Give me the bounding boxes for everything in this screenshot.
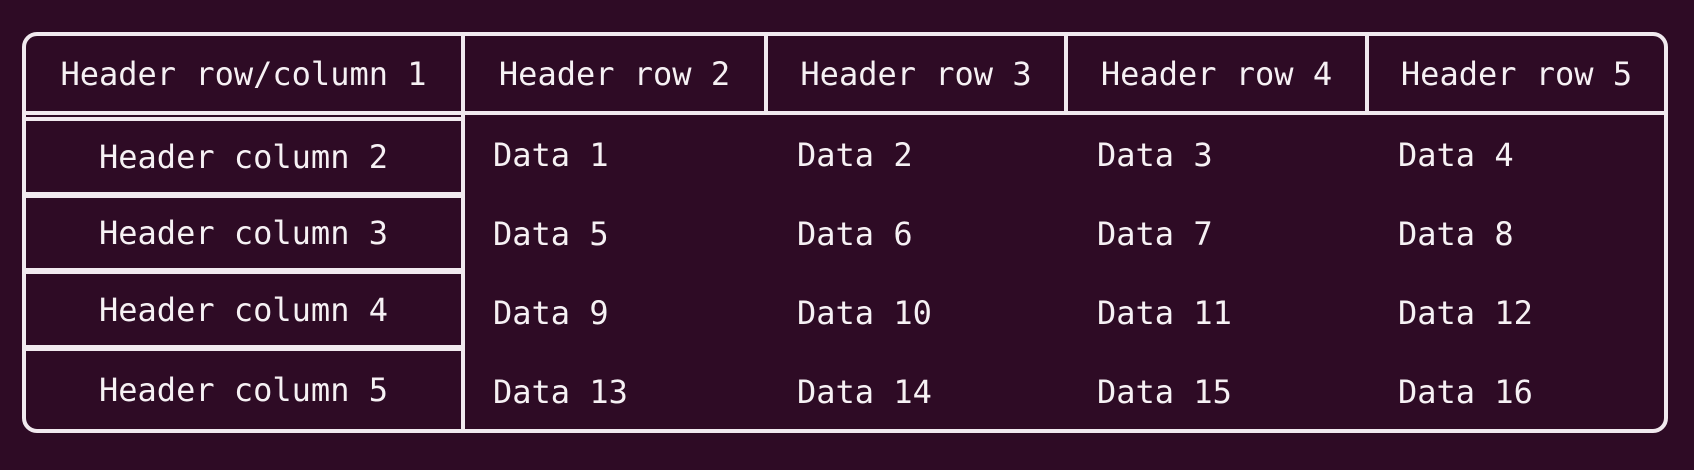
column-header-cell: Header column 3: [99, 214, 388, 252]
table-outer-border: [22, 32, 1668, 433]
data-cell: Data 3: [1097, 136, 1213, 174]
data-cell: Data 11: [1097, 294, 1232, 332]
header-row-divider-line: [1365, 32, 1369, 115]
header-row-divider-line: [1064, 32, 1068, 115]
column-header-cell: Header column 5: [99, 371, 388, 409]
data-cell: Data 4: [1398, 136, 1514, 174]
data-cell: Data 9: [493, 294, 609, 332]
column-header-divider-line: [22, 345, 465, 351]
header-column-divider-line: [461, 32, 465, 433]
data-cell: Data 10: [797, 294, 932, 332]
header-row-bottom-border: [22, 111, 1668, 115]
header-row-divider-line: [764, 32, 768, 115]
data-cell: Data 15: [1097, 372, 1232, 411]
data-cell: Data 1: [493, 136, 609, 174]
column-header-cell: Header column 4: [99, 290, 388, 329]
data-cell: Data 8: [1398, 215, 1514, 253]
column-header-divider-line: [22, 192, 465, 198]
data-cell: Data 12: [1398, 294, 1533, 332]
data-cell: Data 16: [1398, 372, 1533, 411]
data-cell: Data 6: [797, 215, 913, 253]
data-cell: Data 2: [797, 136, 913, 174]
data-cell: Data 13: [493, 372, 628, 411]
data-cell: Data 14: [797, 372, 932, 411]
column-header-top-border: [22, 117, 465, 121]
row-header-cell: Header row 4: [1100, 54, 1333, 93]
row-header-cell: Header row 3: [800, 54, 1032, 93]
column-header-cell: Header column 2: [99, 137, 388, 176]
data-cell: Data 7: [1097, 215, 1213, 253]
column-header-divider-line: [22, 268, 465, 274]
data-cell: Data 5: [493, 215, 609, 253]
row-header-cell: Header row 2: [498, 54, 731, 93]
row-header-cell: Header row 5: [1400, 54, 1633, 93]
corner-header-cell: Header row/column 1: [60, 54, 427, 93]
